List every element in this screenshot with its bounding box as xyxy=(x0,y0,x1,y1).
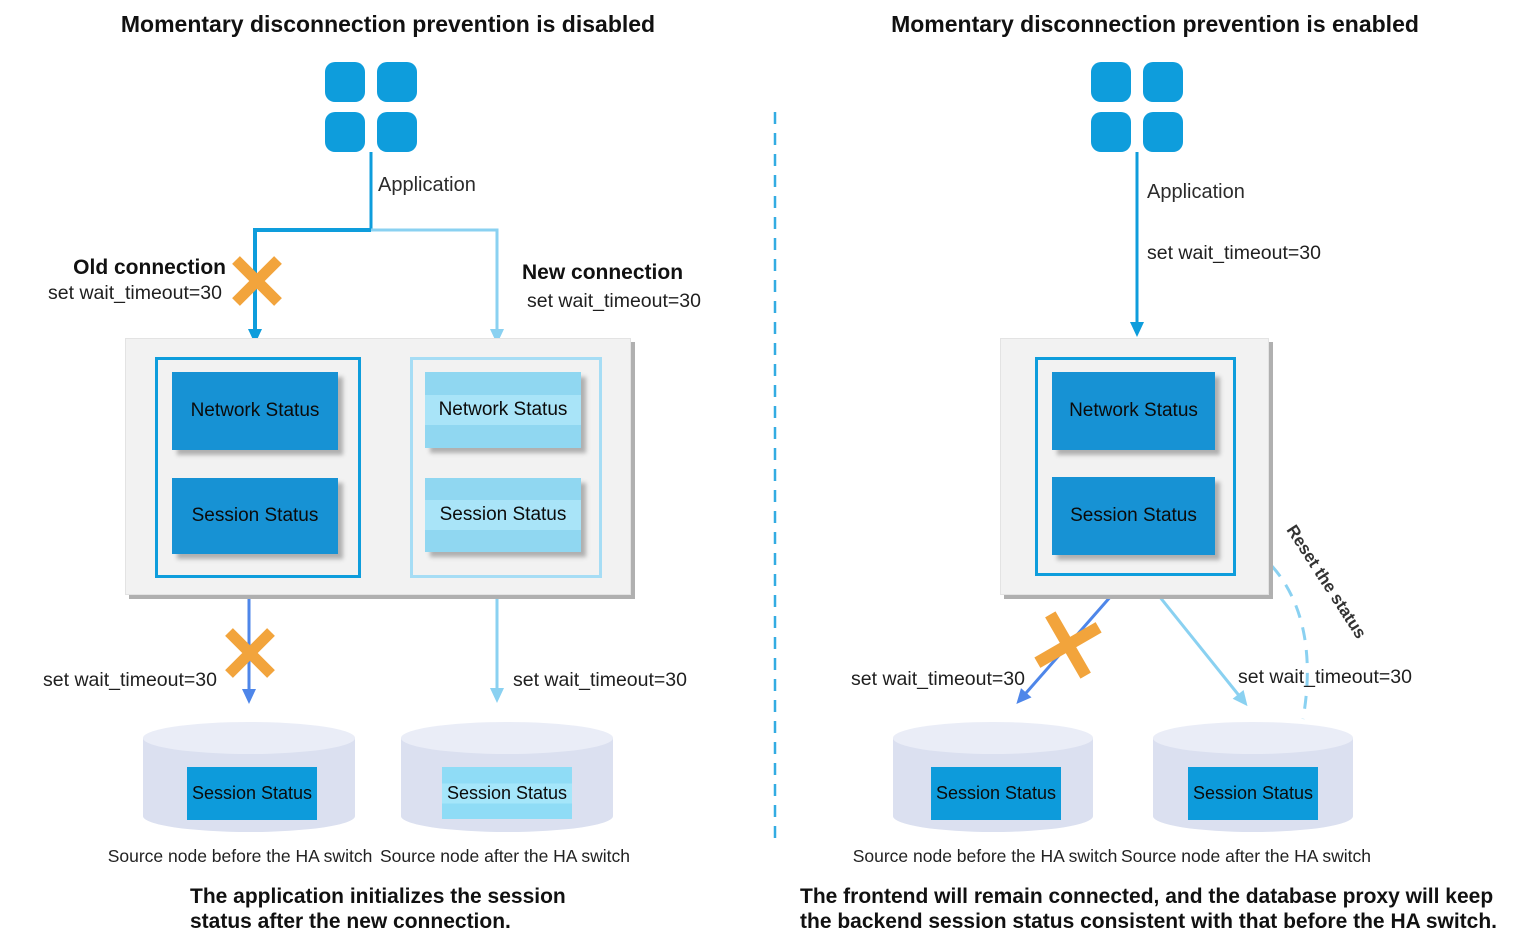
right-session-box xyxy=(1035,357,1236,576)
left-db-before-session-block: Session Status xyxy=(187,767,317,820)
broken-old-backend-x-icon xyxy=(1034,611,1102,679)
left-db-after-session-block: Session Status xyxy=(442,767,572,819)
new-network-status-block: Network Status xyxy=(425,372,581,448)
right-panel-title: Momentary disconnection prevention is en… xyxy=(891,11,1419,37)
right-db-after-label: Source node after the HA switch xyxy=(1121,846,1371,866)
left-panel-title: Momentary disconnection prevention is di… xyxy=(120,11,656,37)
app-icon-square xyxy=(1091,112,1131,152)
right-old-db-command: set wait_timeout=30 xyxy=(851,668,1025,690)
left-application-label: Application xyxy=(378,174,476,196)
left-db-after-label: Source node after the HA switch xyxy=(380,846,630,866)
app-icon-square xyxy=(325,112,365,152)
right-connection-command: set wait_timeout=30 xyxy=(1147,242,1321,264)
right-db-after-session-block: Session Status xyxy=(1188,767,1318,820)
right-db-before-label: Source node before the HA switch xyxy=(852,846,1118,866)
left-application-icon xyxy=(325,62,417,152)
old-connection-session-box xyxy=(155,357,361,578)
left-new-connection-line xyxy=(371,228,504,344)
left-connectors xyxy=(225,152,504,704)
app-icon-square xyxy=(1143,112,1183,152)
left-new-db-command: set wait_timeout=30 xyxy=(513,669,687,691)
left-old-connection-line xyxy=(248,228,371,344)
right-application-label: Application xyxy=(1147,181,1245,203)
right-db-before-session-block: Session Status xyxy=(931,767,1061,820)
app-icon-square xyxy=(377,62,417,102)
right-session-status-block: Session Status xyxy=(1052,477,1215,555)
new-session-status-block: Session Status xyxy=(425,478,581,552)
old-connection-label: Old connection xyxy=(73,256,226,279)
left-caption-line2: status after the new connection. xyxy=(190,910,511,933)
right-caption: The frontend will remain connected, and … xyxy=(800,884,1497,934)
right-network-status-block: Network Status xyxy=(1052,372,1215,450)
broken-connection-x-icon xyxy=(232,256,282,306)
app-icon-square xyxy=(1091,62,1131,102)
right-new-db-command: set wait_timeout=30 xyxy=(1238,666,1412,688)
old-session-status-block: Session Status xyxy=(172,478,338,554)
old-network-status-block: Network Status xyxy=(172,372,338,450)
left-db-before-label: Source node before the HA switch xyxy=(107,846,373,866)
right-caption-line1: The frontend will remain connected, and … xyxy=(800,885,1494,908)
left-old-db-command: set wait_timeout=30 xyxy=(43,669,217,691)
broken-db-x-icon xyxy=(225,628,275,678)
right-application-icon xyxy=(1091,62,1183,152)
left-caption: The application initializes the session … xyxy=(190,884,566,934)
old-connection-command: set wait_timeout=30 xyxy=(48,282,222,304)
app-icon-square xyxy=(325,62,365,102)
app-icon-square xyxy=(377,112,417,152)
new-connection-label: New connection xyxy=(522,261,684,284)
right-caption-line2: the backend session status consistent wi… xyxy=(800,910,1498,933)
new-connection-command: set wait_timeout=30 xyxy=(527,290,701,312)
left-caption-line1: The application initializes the session xyxy=(190,885,566,908)
app-icon-square xyxy=(1143,62,1183,102)
new-connection-session-box xyxy=(410,357,602,578)
